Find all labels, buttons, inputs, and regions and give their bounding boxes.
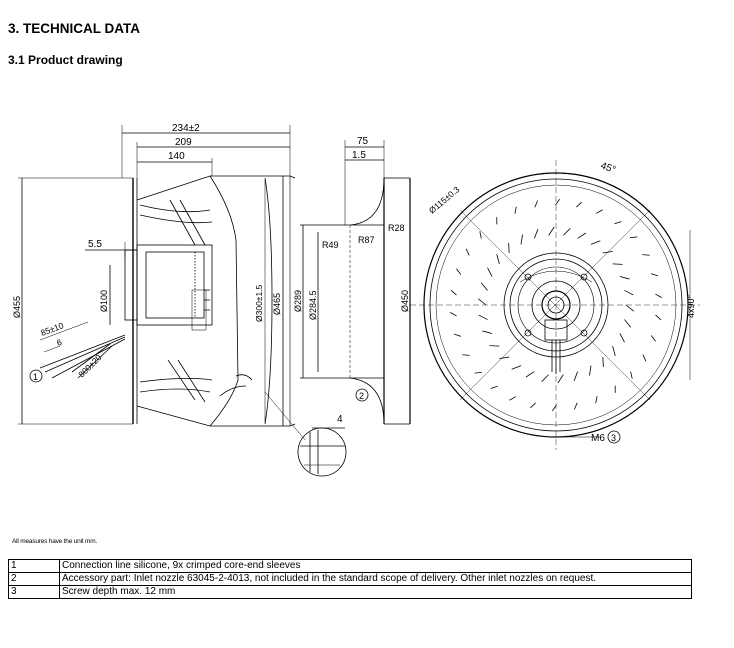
blade-mark — [465, 248, 470, 256]
blade-mark — [655, 293, 662, 298]
blade-mark — [450, 312, 457, 317]
blade-mark — [478, 314, 488, 320]
unit-note: All measures have the unit mm. — [12, 538, 98, 545]
blade-mark — [490, 385, 498, 389]
table-row: 1 Connection line silicone, 9x crimped c… — [8, 559, 692, 573]
blade-mark — [612, 346, 616, 356]
dim-450: Ø450 — [400, 290, 410, 312]
blade-mark — [480, 282, 488, 291]
blade-mark — [477, 298, 487, 306]
blade-mark — [508, 243, 510, 254]
blade-mark — [630, 371, 633, 379]
dim-m6: M6 — [591, 433, 605, 444]
blade-mark — [557, 374, 564, 384]
dim-4: 4 — [337, 414, 343, 425]
blade-mark — [642, 354, 647, 362]
blade-mark — [541, 374, 549, 382]
blade-mark — [525, 371, 535, 378]
blade-mark — [548, 226, 555, 236]
blade-mark — [625, 304, 635, 312]
blade-mark — [576, 201, 582, 208]
dim-1-5: 1.5 — [352, 150, 366, 161]
blade-mark — [590, 240, 601, 245]
blade-mark — [474, 371, 483, 374]
blade-mark — [551, 404, 557, 412]
blade-mark — [596, 209, 603, 214]
blade-mark — [462, 354, 470, 356]
blade-mark — [577, 232, 587, 239]
note-number: 2 — [8, 572, 60, 586]
blade-mark — [514, 206, 517, 214]
section-title: 3. TECHNICAL DATA — [8, 21, 141, 36]
dim-455: Ø455 — [12, 296, 22, 318]
blade-mark — [499, 356, 510, 360]
blade-mark — [650, 273, 659, 277]
blade-mark — [574, 402, 578, 410]
table-row: 2 Accessory part: Inlet nozzle 63045-2-4… — [8, 572, 692, 586]
note-text: Accessory part: Inlet nozzle 63045-2-401… — [59, 572, 692, 586]
dim-r28: R28 — [388, 223, 405, 233]
blade-mark — [487, 267, 493, 277]
blade-mark — [533, 228, 539, 239]
dim-140: 140 — [168, 151, 185, 162]
front-view — [410, 160, 700, 450]
blade-mark — [619, 276, 630, 280]
subsection-title: 3.1 Product drawing — [8, 53, 123, 67]
blade-mark — [655, 314, 662, 321]
blade-mark — [511, 365, 522, 370]
blade-mark — [595, 396, 598, 404]
blade-mark — [573, 371, 579, 382]
dim-holes: 4x90° — [686, 294, 696, 318]
product-drawing: 234±2 209 140 5.5 Ø455 Ø100 Ø300±1.5 Ø46… — [12, 123, 700, 477]
blade-mark — [530, 402, 536, 409]
side-view — [18, 125, 296, 427]
note-text: Connection line silicone, 9x crimped cor… — [59, 559, 692, 573]
dim-300: Ø300±1.5 — [254, 284, 264, 322]
dim-r87: R87 — [358, 235, 375, 245]
blade-mark — [624, 319, 632, 328]
blade-mark — [479, 231, 482, 239]
blade-mark — [602, 250, 613, 254]
blade-mark — [534, 200, 538, 208]
dim-r49: R49 — [322, 240, 339, 250]
blade-mark — [602, 356, 604, 367]
blade-mark — [619, 333, 625, 343]
note-text: Screw depth max. 12 mm — [59, 585, 692, 599]
blade-mark — [520, 234, 523, 245]
dim-45-deg: 45° — [599, 160, 617, 176]
dim-75: 75 — [357, 136, 369, 147]
dim-289: Ø289 — [293, 290, 303, 312]
blade-mark — [624, 290, 634, 296]
blade-marks — [450, 198, 662, 412]
callout-1: 1 — [33, 372, 38, 382]
callout-2: 2 — [359, 391, 364, 401]
dim-465: Ø465 — [272, 293, 282, 315]
blade-mark — [453, 333, 462, 337]
nozzle-view — [264, 140, 411, 477]
blade-mark — [642, 254, 650, 256]
dim-5-5: 5.5 — [88, 239, 102, 250]
blade-mark — [509, 396, 516, 401]
note-number: 1 — [8, 559, 60, 573]
blade-mark — [450, 289, 457, 296]
blade-mark — [589, 365, 592, 376]
blade-mark — [563, 228, 571, 236]
dim-cable-6: 6 — [55, 337, 63, 348]
dim-100: Ø100 — [99, 290, 109, 312]
blade-mark — [629, 236, 638, 239]
callout-3: 3 — [611, 433, 616, 443]
blade-mark — [456, 268, 462, 275]
blade-mark — [614, 221, 622, 225]
blade-mark — [555, 198, 561, 206]
dim-115: Ø115±0.3 — [427, 184, 462, 215]
dim-284: Ø284.5 — [308, 290, 318, 320]
blade-mark — [496, 254, 500, 264]
dim-234: 234±2 — [172, 123, 200, 134]
blade-mark — [650, 335, 656, 342]
notes-table: 1 Connection line silicone, 9x crimped c… — [8, 559, 692, 599]
table-row: 3 Screw depth max. 12 mm — [8, 585, 692, 599]
note-number: 3 — [8, 585, 60, 599]
dim-209: 209 — [175, 137, 192, 148]
blade-mark — [482, 330, 493, 334]
